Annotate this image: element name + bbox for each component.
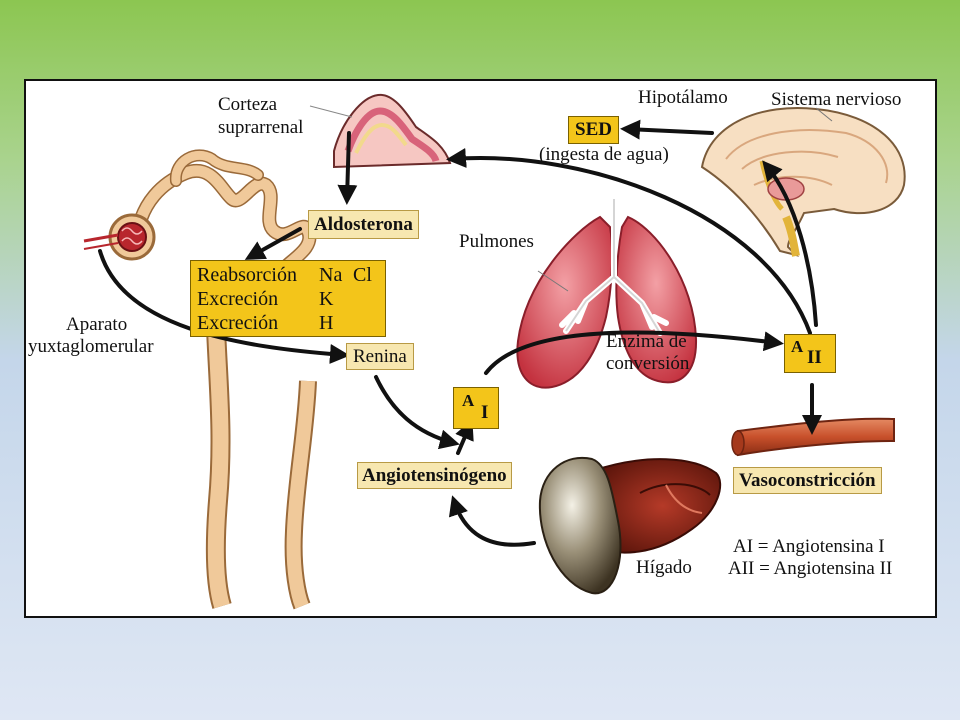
label-suprarrenal: suprarrenal — [218, 117, 304, 138]
legend-ai: AI = Angiotensina I — [733, 536, 885, 557]
label-ingesta: (ingesta de agua) — [539, 144, 669, 165]
liver-illustration — [538, 456, 722, 595]
ions-row-1-ion-2: Cl — [353, 264, 372, 286]
arrow-aldosterona-to-ions — [244, 227, 302, 260]
arrow-renina-to-a1 — [374, 375, 460, 450]
ions-box: Reabsorción Na Cl Excreción K Excreción … — [190, 260, 386, 337]
label-pulmones: Pulmones — [459, 231, 534, 252]
ions-row-1-ion: Na — [319, 264, 343, 286]
sed-box: SED — [568, 116, 619, 144]
a1-box: A I — [453, 387, 499, 429]
arrow-angiotensinogeno-to-a1 — [455, 419, 474, 455]
arrow-a1-to-a2 — [484, 330, 784, 375]
vasoconstriccion-box: Vasoconstricción — [733, 467, 882, 494]
brain-illustration — [700, 107, 906, 257]
a2-letter: A — [791, 337, 804, 356]
a2-box: A II — [784, 334, 836, 373]
diagram-panel: Corteza suprarrenal Aldosterona Hipotála… — [24, 79, 937, 618]
blood-vessel-illustration — [731, 417, 895, 457]
label-aparato-1: Aparato — [66, 314, 128, 335]
arrow-cortex-to-aldosterona — [337, 131, 358, 205]
arrow-hypothalamus-to-sed — [620, 119, 714, 140]
flow-arrows — [98, 119, 822, 547]
a1-letter: A — [462, 391, 475, 410]
lungs-illustration — [516, 196, 698, 389]
aldosterona-box: Aldosterona — [308, 210, 419, 239]
arrow-liver-to-angiotensinogeno — [448, 495, 536, 547]
label-higado: Hígado — [636, 557, 692, 578]
angiotensinogeno-box: Angiotensinógeno — [357, 462, 512, 489]
renina-box: Renina — [346, 343, 414, 370]
arrow-aparato-to-renina — [98, 249, 350, 364]
label-corteza: Corteza — [218, 94, 278, 115]
diagram-artwork — [83, 93, 906, 610]
arrow-a2-to-cortex — [446, 147, 812, 335]
legend-aii: AII = Angiotensina II — [728, 558, 893, 579]
nephron-illustration — [83, 149, 317, 610]
label-enzima-1: Enzima de — [606, 331, 687, 352]
label-enzima-2: conversión — [606, 353, 690, 374]
ions-row-3-ion: H — [319, 312, 334, 334]
ions-row-2-process: Excreción — [197, 288, 279, 310]
a2-subscript: II — [807, 347, 822, 368]
ions-row-1-process: Reabsorción — [197, 264, 297, 286]
adrenal-gland-illustration — [309, 93, 452, 169]
label-hipotalamo: Hipotálamo — [638, 87, 728, 108]
label-aparato-2: yuxtaglomerular — [28, 336, 154, 357]
label-sistema-nervioso: Sistema nervioso — [771, 89, 902, 110]
a1-subscript: I — [481, 402, 489, 423]
ions-row-2-ion: K — [319, 288, 334, 310]
arrow-a2-to-hypothalamus — [762, 160, 818, 327]
ions-row-3-process: Excreción — [197, 312, 279, 334]
